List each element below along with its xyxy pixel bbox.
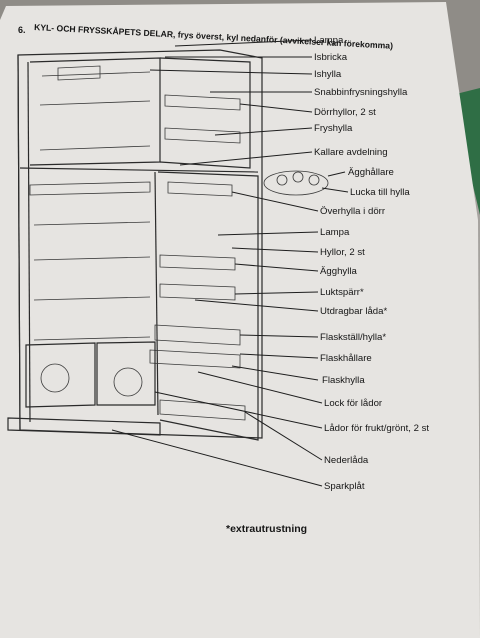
label-lampa-top: Lampa [314,35,344,46]
label-lampa-fridge: Lampa [320,227,350,238]
label-flaskstall: Flaskställ/hylla* [320,332,386,343]
label-kallare-avdelning: Kallare avdelning [314,147,388,158]
label-ishylla: Ishylla [314,69,342,80]
label-flaskhylla: Flaskhylla [322,375,365,386]
leader-lines [111,39,349,487]
label-dorrhyllor: Dörrhyllor, 2 st [314,107,376,118]
label-overhylla-i-dorr: Överhylla i dörr [320,206,386,217]
label-nederlada: Nederlåda [324,455,369,466]
label-sparkplat: Sparkplåt [324,481,365,492]
label-agghallare: Ägghållare [348,167,394,178]
label-utdragbar-lada: Utdragbar låda* [320,306,387,317]
label-fryshylla: Fryshylla [314,123,353,134]
label-isbricka: Isbricka [314,52,348,63]
footnote: *extrautrustning [226,523,307,535]
page-number: 6. [18,25,26,35]
label-hyllor: Hyllor, 2 st [320,247,365,258]
label-flaskhallare: Flaskhållare [320,353,372,364]
label-snabbinfrysningshylla: Snabbinfrysningshylla [314,87,408,98]
label-lock-for-lador: Lock för lådor [324,398,383,409]
label-agghylla: Ägghylla [320,266,357,277]
label-luktsparr: Luktspärr* [320,287,364,298]
label-lador-for-frukt: Lådor för frukt/grönt, 2 st [324,423,429,434]
label-lucka-till-hylla: Lucka till hylla [350,187,410,198]
fridge-diagram [7,49,329,441]
